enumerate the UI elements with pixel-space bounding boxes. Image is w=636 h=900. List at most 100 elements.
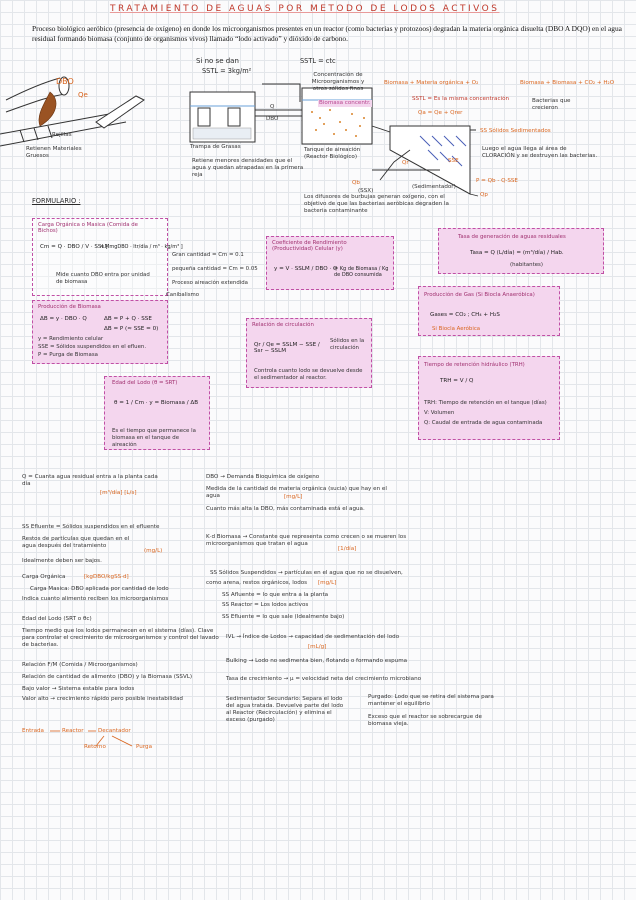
produccion-f2: ΔB = P + Q · SSE — [104, 316, 152, 322]
produccion-title: Producción de Biomasa — [38, 304, 101, 310]
rendimiento-units: = Kg de Biomasa / Kg de DBO consumida — [334, 266, 389, 278]
sse-def: SS Efluente = Sólidos suspendidos en el … — [22, 524, 160, 530]
rendimiento-title: Coeficiente de Rendimiento (Productivida… — [272, 240, 347, 252]
produccion-legend2: SSE = Sólidos suspendidos en el efluen. — [38, 344, 147, 350]
trampa-label: Trampa de Grasas — [190, 144, 241, 150]
rendimiento-box — [266, 236, 394, 290]
ss-reac: SS Reactor = Los lodos activos — [222, 602, 309, 608]
recirculacion-formula: Qr / Qe = SSLM − SSE / Ssr − SSLM — [254, 342, 320, 354]
formulario-heading: FORMULARIO : — [32, 197, 81, 205]
carga-def: Carga Orgánica — [22, 574, 66, 580]
recirculacion-box — [246, 318, 372, 388]
carga-title: Carga Orgánica o Masica (Comida de Bicho… — [38, 222, 138, 234]
carga-note: Mide cuanto DBO entra por unidad de biom… — [56, 272, 150, 285]
ramp — [95, 95, 145, 129]
generacion-title: Tasa de generación de aguas residuales — [458, 234, 566, 240]
tasa-crec-def: Tasa de crecimiento → μ = velocidad neta… — [226, 676, 422, 682]
trh-formula: TRH = V / Q — [440, 378, 474, 384]
grease-trap — [189, 91, 256, 143]
carga-def-units: [kgDBO/kgSS·d] — [84, 574, 129, 580]
edad-note: Es el tiempo que permanece la biomasa en… — [112, 428, 196, 448]
retienen-label: Retienen Materiales Gruesos — [26, 146, 82, 159]
trh-l1: TRH: Tiempo de retención en el tanque (d… — [424, 400, 547, 406]
carga-proceso: Proceso aireación extendida — [172, 280, 248, 286]
qb-label: Qb — [352, 180, 360, 186]
gas-title: Producción de Gas (Si Biocla Anaeróbica) — [424, 292, 535, 298]
sstl-note: SSTL = Es la misma concentración — [412, 96, 510, 102]
qr-label: Qr — [402, 160, 409, 166]
qp-label: Qp — [480, 192, 488, 198]
trh-l2: V: Volumen — [424, 410, 455, 416]
kd-units: [1/día] — [338, 546, 357, 552]
dbo-def3: Cuanto más alta la DBO, más contaminada … — [206, 506, 365, 512]
gas-note: Si Biocla Aeróbica — [432, 326, 481, 332]
recirculacion-note: Controla cuanto lodo se devuelve desde e… — [254, 368, 363, 381]
q-units: [m³/día] [L/s] — [100, 490, 137, 496]
intro-paragraph: Proceso biológico aeróbico (presencia de… — [32, 24, 622, 43]
sss-def2: como arena, restos orgánicos, lodos — [206, 580, 308, 586]
sss-def: SS Sólidos Suspendidos → partículas en e… — [210, 570, 403, 576]
trh-box — [418, 356, 560, 440]
page-title: TRATAMIENTO DE AGUAS POR METODO DE LODOS… — [110, 4, 500, 14]
fm-def4: Valor alto → crecimiento rápido pero pos… — [22, 696, 183, 702]
produccion-legend3: P = Purga de Biomasa — [38, 352, 98, 358]
trampa-note: Retiene menores densidades que el agua y… — [192, 158, 304, 178]
flow-retorno: Retorno — [84, 744, 106, 750]
rendimiento-formula: y = V · SSLM / DBO · Q — [274, 266, 338, 272]
dbo-label: DBO — [56, 77, 74, 86]
qa-qe: Qa = Qe + Qrer — [418, 110, 463, 116]
carga-units: = [ mgDBO · ltr/día / m³ · kg/m³ ] — [100, 244, 183, 250]
purgado-def2: Exceso que el reactor se sobrecargue de … — [368, 714, 482, 727]
dbo-units: [mg/L] — [284, 494, 303, 500]
ss-afl: SS Afluente = lo que entra a la planta — [222, 592, 329, 598]
bulking-def: Bulking → Lodo no sedimenta bien, flotan… — [226, 658, 408, 664]
generacion-box — [438, 228, 604, 274]
gas-box — [418, 286, 560, 336]
fm-def2: Relación de cantidad de alimento (DBO) y… — [22, 674, 193, 680]
sse-def2: Restos de partículas que quedan en el ag… — [22, 536, 130, 549]
recirculacion-sol: Sólidos en la circulación — [330, 338, 365, 351]
edad-title: Edad del Lodo (θ = SRT) — [112, 380, 178, 386]
edad-box — [104, 376, 210, 450]
inlet-pipe — [5, 76, 70, 113]
carga-grande: Gran cantidad = Cm = 0.1 — [172, 252, 244, 258]
process-diagram — [0, 76, 479, 197]
aeration-tank — [301, 87, 373, 145]
rejillas-label: Rejillas — [52, 132, 72, 138]
reaction-label: Biomasa + Materia orgánica + O₂ — [384, 80, 478, 87]
q-label: Q — [270, 104, 275, 110]
p-eq: P = Qb - Q·SSE — [476, 178, 518, 184]
carga-box — [32, 218, 168, 296]
flow-reactor: Reactor — [62, 728, 84, 734]
si-no-se-dan: Si no se dan — [196, 57, 239, 65]
recirculacion-title: Relación de circulación — [252, 322, 314, 328]
carga-formula: Cm = Q · DBO / V · SSLM — [40, 244, 110, 250]
edad-def: Edad del Lodo (SRT o θc) — [22, 616, 92, 622]
ssx-label: (SSX) — [358, 188, 374, 194]
dbo-small: DBO — [266, 116, 279, 122]
kd-def: K·d Biomasa → Constante que representa c… — [206, 534, 407, 547]
sstl-value: SSTL = 3kg/m² — [202, 67, 252, 75]
ivl-def: IVL → Índice de Lodos → capacidad de sed… — [226, 634, 400, 640]
trh-l3: Q: Caudal de entrada de agua contaminada — [424, 420, 543, 426]
cloracion-note: Luego el agua llega al área de CLORACIÓN… — [482, 146, 598, 159]
carga-def2: Carga Masica: DBO aplicada por cantidad … — [30, 586, 169, 592]
gas-formula: Gases = CO₂ ; CH₄ + H₂S — [430, 312, 500, 318]
sse-def3: Idealmente deben ser bajos. — [22, 558, 102, 564]
generacion-formula: Tasa = Q (L/día) = (m³/día) / Hab. — [470, 250, 564, 256]
tank-label: Tanque de aireación (Reactor Biológico) — [304, 147, 361, 160]
sstl-ctc: SSTL = ctc — [300, 57, 336, 65]
sed-sec-def: Sedimentador Secundario: Separa el lodo … — [226, 696, 344, 723]
reaction-text: Biomasa + Materia orgánica + O₂ — [384, 80, 479, 86]
carga-pequena: pequeña cantidad = Cm = 0.05 — [172, 266, 258, 272]
flow-entrada: Entrada — [22, 728, 44, 734]
edad-def2: Tiempo medio que los lodos permanecen en… — [22, 628, 219, 648]
ivl-units: [mL/g] — [308, 644, 327, 650]
ss-efl: SS Efluente = lo que sale (Idealmente ba… — [222, 614, 345, 620]
trh-title: Tiempo de retención hidráulico (TRH) — [424, 362, 525, 368]
fm-def: Relación F/M (Comida / Microorganismos) — [22, 662, 138, 668]
sedimentador-label: (Sedimentador) — [412, 184, 456, 190]
flow-purga: Purga — [136, 744, 152, 750]
pipe-to-tank — [255, 83, 302, 117]
sse-units: (mg/L) — [144, 548, 163, 554]
